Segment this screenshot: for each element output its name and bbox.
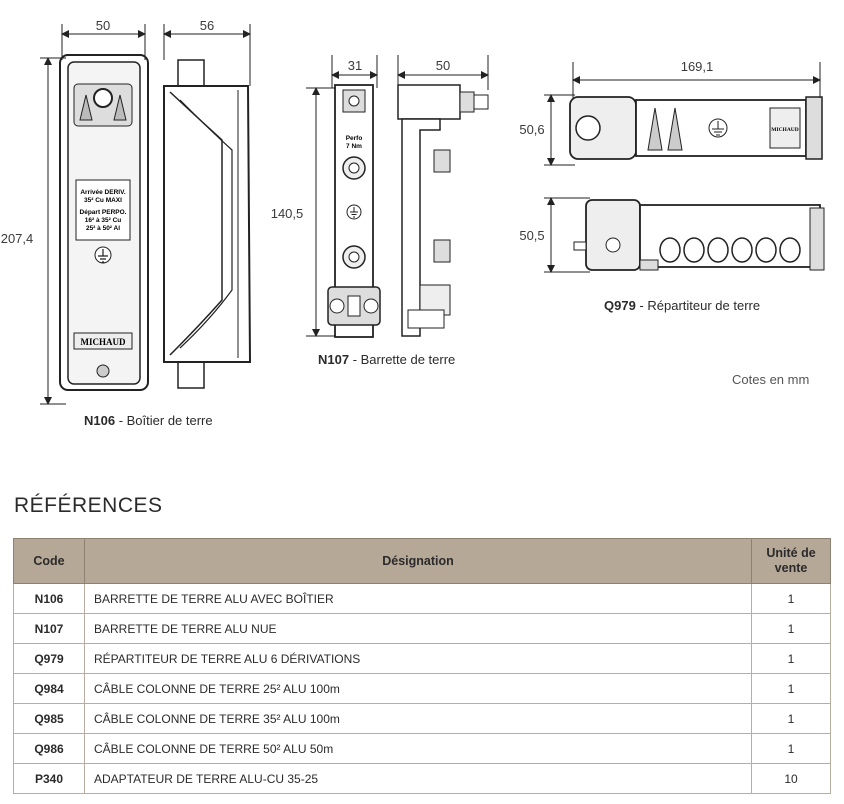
row-code: P340	[13, 763, 85, 794]
dim-n107-depth: 50	[436, 58, 450, 73]
caption-n106: N106 - Boîtier de terre	[84, 413, 213, 428]
box-label-arrivee-2: 35² Cu MAXI	[84, 197, 122, 204]
row-unit: 1	[751, 583, 831, 614]
row-unit: 10	[751, 763, 831, 794]
n107-front-view: Perfo 7 Nm	[327, 84, 381, 338]
table-row: Q985 CÂBLE COLONNE DE TERRE 35² ALU 100m…	[13, 703, 831, 734]
dim-n107-width: 31	[348, 58, 362, 73]
box-brand-label: MICHAUD	[81, 337, 126, 347]
q979-side-view	[573, 199, 825, 271]
dim-q979-height-top: 50,6	[519, 122, 544, 137]
row-code: Q985	[13, 703, 85, 734]
q979-brand-label: MICHAUD	[771, 127, 799, 133]
table-row: N107 BARRETTE DE TERRE ALU NUE 1	[13, 613, 831, 644]
box-label-arrivee: Arrivée DERIV.	[80, 189, 125, 196]
technical-drawings: Arrivée DERIV. 35² Cu MAXI Départ PERPO.…	[1, 18, 825, 405]
table-row: N106 BARRETTE DE TERRE ALU AVEC BOÎTIER …	[13, 583, 831, 614]
box-label-depart: Départ PERPO.	[80, 209, 127, 216]
table-row: Q979 RÉPARTITEUR DE TERRE ALU 6 DÉRIVATI…	[13, 643, 831, 674]
table-row: Q986 CÂBLE COLONNE DE TERRE 50² ALU 50m …	[13, 733, 831, 764]
caption-n107: N107 - Barrette de terre	[318, 352, 455, 367]
row-designation: BARRETTE DE TERRE ALU AVEC BOÎTIER	[84, 583, 752, 614]
dim-q979-length: 169,1	[681, 59, 714, 74]
box-label-depart-2: 16² à 35² Cu	[85, 217, 122, 224]
row-unit: 1	[751, 733, 831, 764]
row-designation: BARRETTE DE TERRE ALU NUE	[84, 613, 752, 644]
caption-q979: Q979 - Répartiteur de terre	[604, 298, 760, 313]
header-unit-line1: Unité de	[766, 546, 816, 560]
units-note: Cotes en mm	[732, 372, 810, 387]
row-code: Q986	[13, 733, 85, 764]
row-code: N107	[13, 613, 85, 644]
row-designation: CÂBLE COLONNE DE TERRE 25² ALU 100m	[84, 673, 752, 704]
n106-front-view: Arrivée DERIV. 35² Cu MAXI Départ PERPO.…	[59, 54, 149, 391]
table-row: P340 ADAPTATEUR DE TERRE ALU-CU 35-25 10	[13, 763, 831, 794]
row-unit: 1	[751, 643, 831, 674]
row-unit: 1	[751, 703, 831, 734]
header-designation: Désignation	[84, 538, 752, 584]
n107-side-view	[397, 84, 489, 337]
header-code: Code	[13, 538, 85, 584]
row-designation: CÂBLE COLONNE DE TERRE 50² ALU 50m	[84, 733, 752, 764]
box-label-depart-3: 25² à 50² Al	[86, 225, 120, 232]
dim-q979-height-side: 50,5	[519, 228, 544, 243]
row-designation: CÂBLE COLONNE DE TERRE 35² ALU 100m	[84, 703, 752, 734]
row-designation: RÉPARTITEUR DE TERRE ALU 6 DÉRIVATIONS	[84, 643, 752, 674]
table-row: Q984 CÂBLE COLONNE DE TERRE 25² ALU 100m…	[13, 673, 831, 704]
dim-n106-height: 207,4	[1, 231, 34, 246]
dim-n106-depth: 56	[200, 18, 214, 33]
caption-n106-code: N106	[84, 413, 116, 428]
caption-n107-text: - Barrette de terre	[349, 352, 456, 367]
bar-label-perfo: Perfo	[346, 135, 363, 142]
row-designation: ADAPTATEUR DE TERRE ALU-CU 35-25	[84, 763, 752, 794]
row-unit: 1	[751, 673, 831, 704]
n106-side-view	[163, 59, 252, 389]
row-code: Q979	[13, 643, 85, 674]
row-code: N106	[13, 583, 85, 614]
section-title: RÉFÉRENCES	[14, 494, 163, 517]
bar-label-torque: 7 Nm	[346, 143, 362, 150]
caption-q979-code: Q979	[604, 298, 636, 313]
dim-n107-height: 140,5	[271, 206, 304, 221]
row-unit: 1	[751, 613, 831, 644]
dim-n106-width: 50	[96, 18, 110, 33]
q979-top-view: MICHAUD	[569, 96, 823, 160]
row-code: Q984	[13, 673, 85, 704]
caption-n106-text: - Boîtier de terre	[115, 413, 213, 428]
caption-n107-code: N107	[318, 352, 350, 367]
caption-q979-text: - Répartiteur de terre	[635, 298, 761, 313]
header-unit-line2: vente	[774, 561, 808, 575]
